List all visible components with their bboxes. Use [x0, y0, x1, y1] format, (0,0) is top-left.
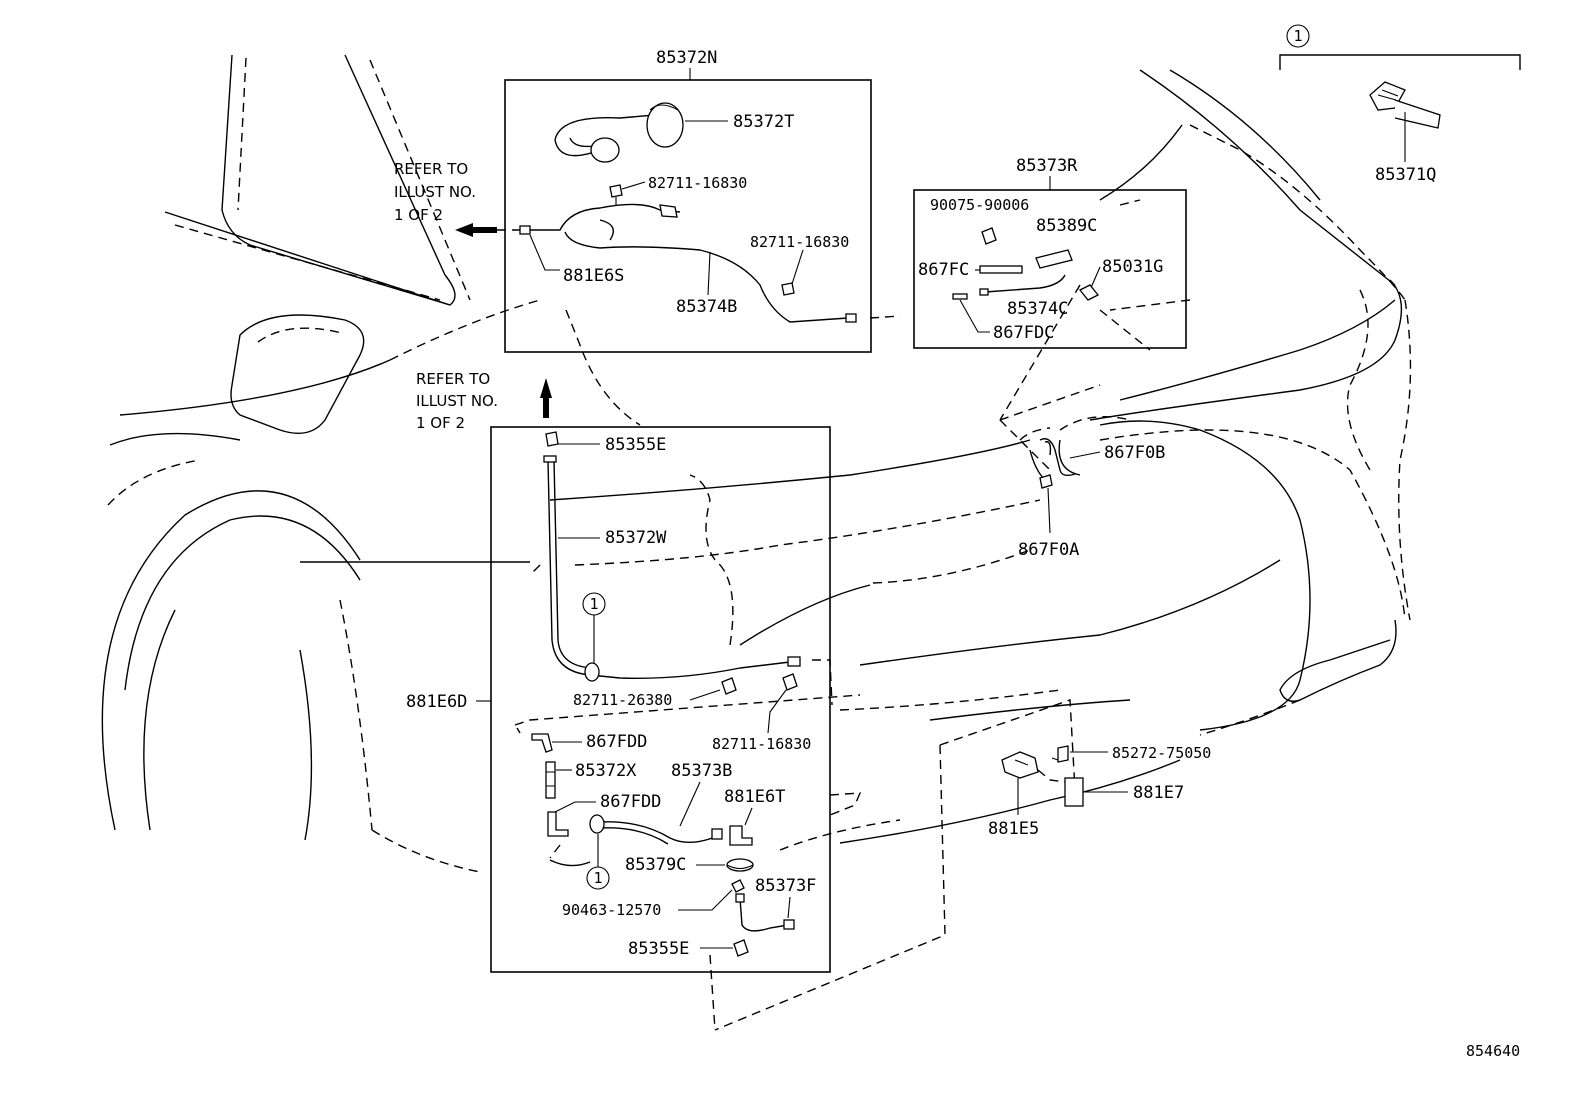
reference-note-2-line-1: REFER TO: [416, 370, 490, 388]
label-90463-12570: 90463-12570: [562, 901, 661, 919]
label-867FC: 867FC: [918, 260, 969, 280]
part-867F0A-icon: [1029, 449, 1053, 489]
part-867FDC-icon: [952, 293, 968, 300]
label-881E6S: 881E6S: [563, 266, 624, 286]
part-85355E-top-icon: [545, 431, 559, 447]
label-85272-75050: 85272-75050: [1112, 744, 1211, 762]
reference-note-left: REFER TO ILLUST NO. 1 OF 2: [394, 160, 520, 237]
label-85372X: 85372X: [575, 761, 637, 781]
box-85373R: 85373R 90075-90006 85389C 867FC 85031G 8…: [913, 156, 1187, 349]
label-85372W: 85372W: [605, 528, 667, 548]
part-82711-16830-clip-icon: [609, 184, 623, 205]
label-85373F: 85373F: [755, 876, 816, 896]
label-867F0B: 867F0B: [1104, 443, 1165, 463]
label-85371Q: 85371Q: [1375, 165, 1436, 185]
vehicle-body-outline: [101, 54, 1412, 1031]
box-title-85373R: 85373R: [1016, 156, 1078, 176]
reference-note-1-line-2: ILLUST NO.: [394, 183, 476, 201]
label-85031G: 85031G: [1102, 257, 1163, 277]
part-85272-75050-icon: [1051, 745, 1069, 763]
part-82711-26380-clip-icon: [721, 677, 737, 695]
part-85374C-icon: [979, 274, 1066, 296]
part-85372T-icon: [554, 102, 684, 163]
reference-note-2-line-3: 1 OF 2: [416, 414, 465, 432]
part-85389C-icon: [1035, 249, 1073, 269]
part-82711-16830-clip-b-icon: [781, 282, 795, 296]
part-867FDD-a-icon: [531, 733, 553, 753]
label-82711-26380: 82711-26380: [573, 691, 672, 709]
part-82711-16830-clip-c-icon: [782, 673, 798, 691]
callout-marker-1-b-label: 1: [589, 595, 598, 613]
label-867FDD-a: 867FDD: [586, 732, 647, 752]
callout-marker-1-c-label: 1: [593, 869, 602, 887]
part-867F0B-icon: [1039, 438, 1076, 477]
part-85371Q-icon: [1369, 81, 1441, 129]
arrow-up-icon: [540, 378, 552, 418]
label-85379C: 85379C: [625, 855, 686, 875]
label-85355E-b: 85355E: [628, 939, 689, 959]
group-lower-right: 881E5 85272-75050 881E7: [988, 744, 1211, 839]
callout-group-1: 1 85371Q: [1279, 24, 1521, 185]
part-85373F-icon: [735, 893, 795, 932]
reference-note-2-line-2: ILLUST NO.: [416, 392, 498, 410]
part-881E7-icon: [1064, 777, 1084, 807]
part-867FDD-b-icon: [547, 811, 569, 837]
box-85372N: 85372N 85372T 82711-16830: [504, 48, 872, 353]
reference-note-1-line-1: REFER TO: [394, 160, 468, 178]
label-867FDD-b: 867FDD: [600, 792, 661, 812]
reference-note-1-line-3: 1 OF 2: [394, 206, 443, 224]
label-85374B: 85374B: [676, 297, 737, 317]
part-85374B-icon: [519, 203, 857, 323]
part-90075-90006-clip-icon: [981, 227, 997, 245]
label-881E6D: 881E6D: [406, 692, 467, 712]
part-881E6T-icon: [729, 825, 753, 846]
label-881E5: 881E5: [988, 819, 1039, 839]
callout-marker-1: [1286, 24, 1310, 48]
box-title-85372N: 85372N: [656, 48, 717, 68]
part-85031G-icon: [1078, 284, 1100, 301]
label-90075-90006: 90075-90006: [930, 196, 1029, 214]
callout-marker-1-label: 1: [1293, 27, 1302, 45]
part-881E5-icon: [1001, 751, 1039, 779]
box-881E6D: 881E6D 85355E 85372W 1 82711-26380: [406, 426, 831, 973]
label-881E6T: 881E6T: [724, 787, 785, 807]
figure-number: 854640: [1466, 1042, 1520, 1060]
group-867F0: 867F0B 867F0A: [1018, 438, 1165, 560]
label-867FDC: 867FDC: [993, 323, 1054, 343]
label-85374C: 85374C: [1007, 299, 1068, 319]
arrow-left-icon: [455, 223, 497, 237]
part-85373B-icon: [589, 814, 723, 845]
label-85389C: 85389C: [1036, 216, 1097, 236]
reference-note-up: REFER TO ILLUST NO. 1 OF 2: [416, 370, 552, 432]
label-82711-16830-a: 82711-16830: [648, 174, 747, 192]
label-85373B: 85373B: [671, 761, 732, 781]
label-82711-16830-b: 82711-16830: [750, 233, 849, 251]
label-82711-16830-c: 82711-16830: [712, 735, 811, 753]
part-85372W-icon: [543, 455, 801, 682]
part-867FC-icon: [979, 265, 1023, 274]
part-85372X-icon: [545, 761, 556, 799]
label-867F0A: 867F0A: [1018, 540, 1079, 560]
label-85372T: 85372T: [733, 112, 794, 132]
label-85355E-a: 85355E: [605, 435, 666, 455]
part-85355E-bottom-icon: [733, 939, 749, 957]
part-90463-12570-icon: [731, 879, 745, 893]
part-85379C-icon: [726, 858, 754, 872]
label-881E7: 881E7: [1133, 783, 1184, 803]
